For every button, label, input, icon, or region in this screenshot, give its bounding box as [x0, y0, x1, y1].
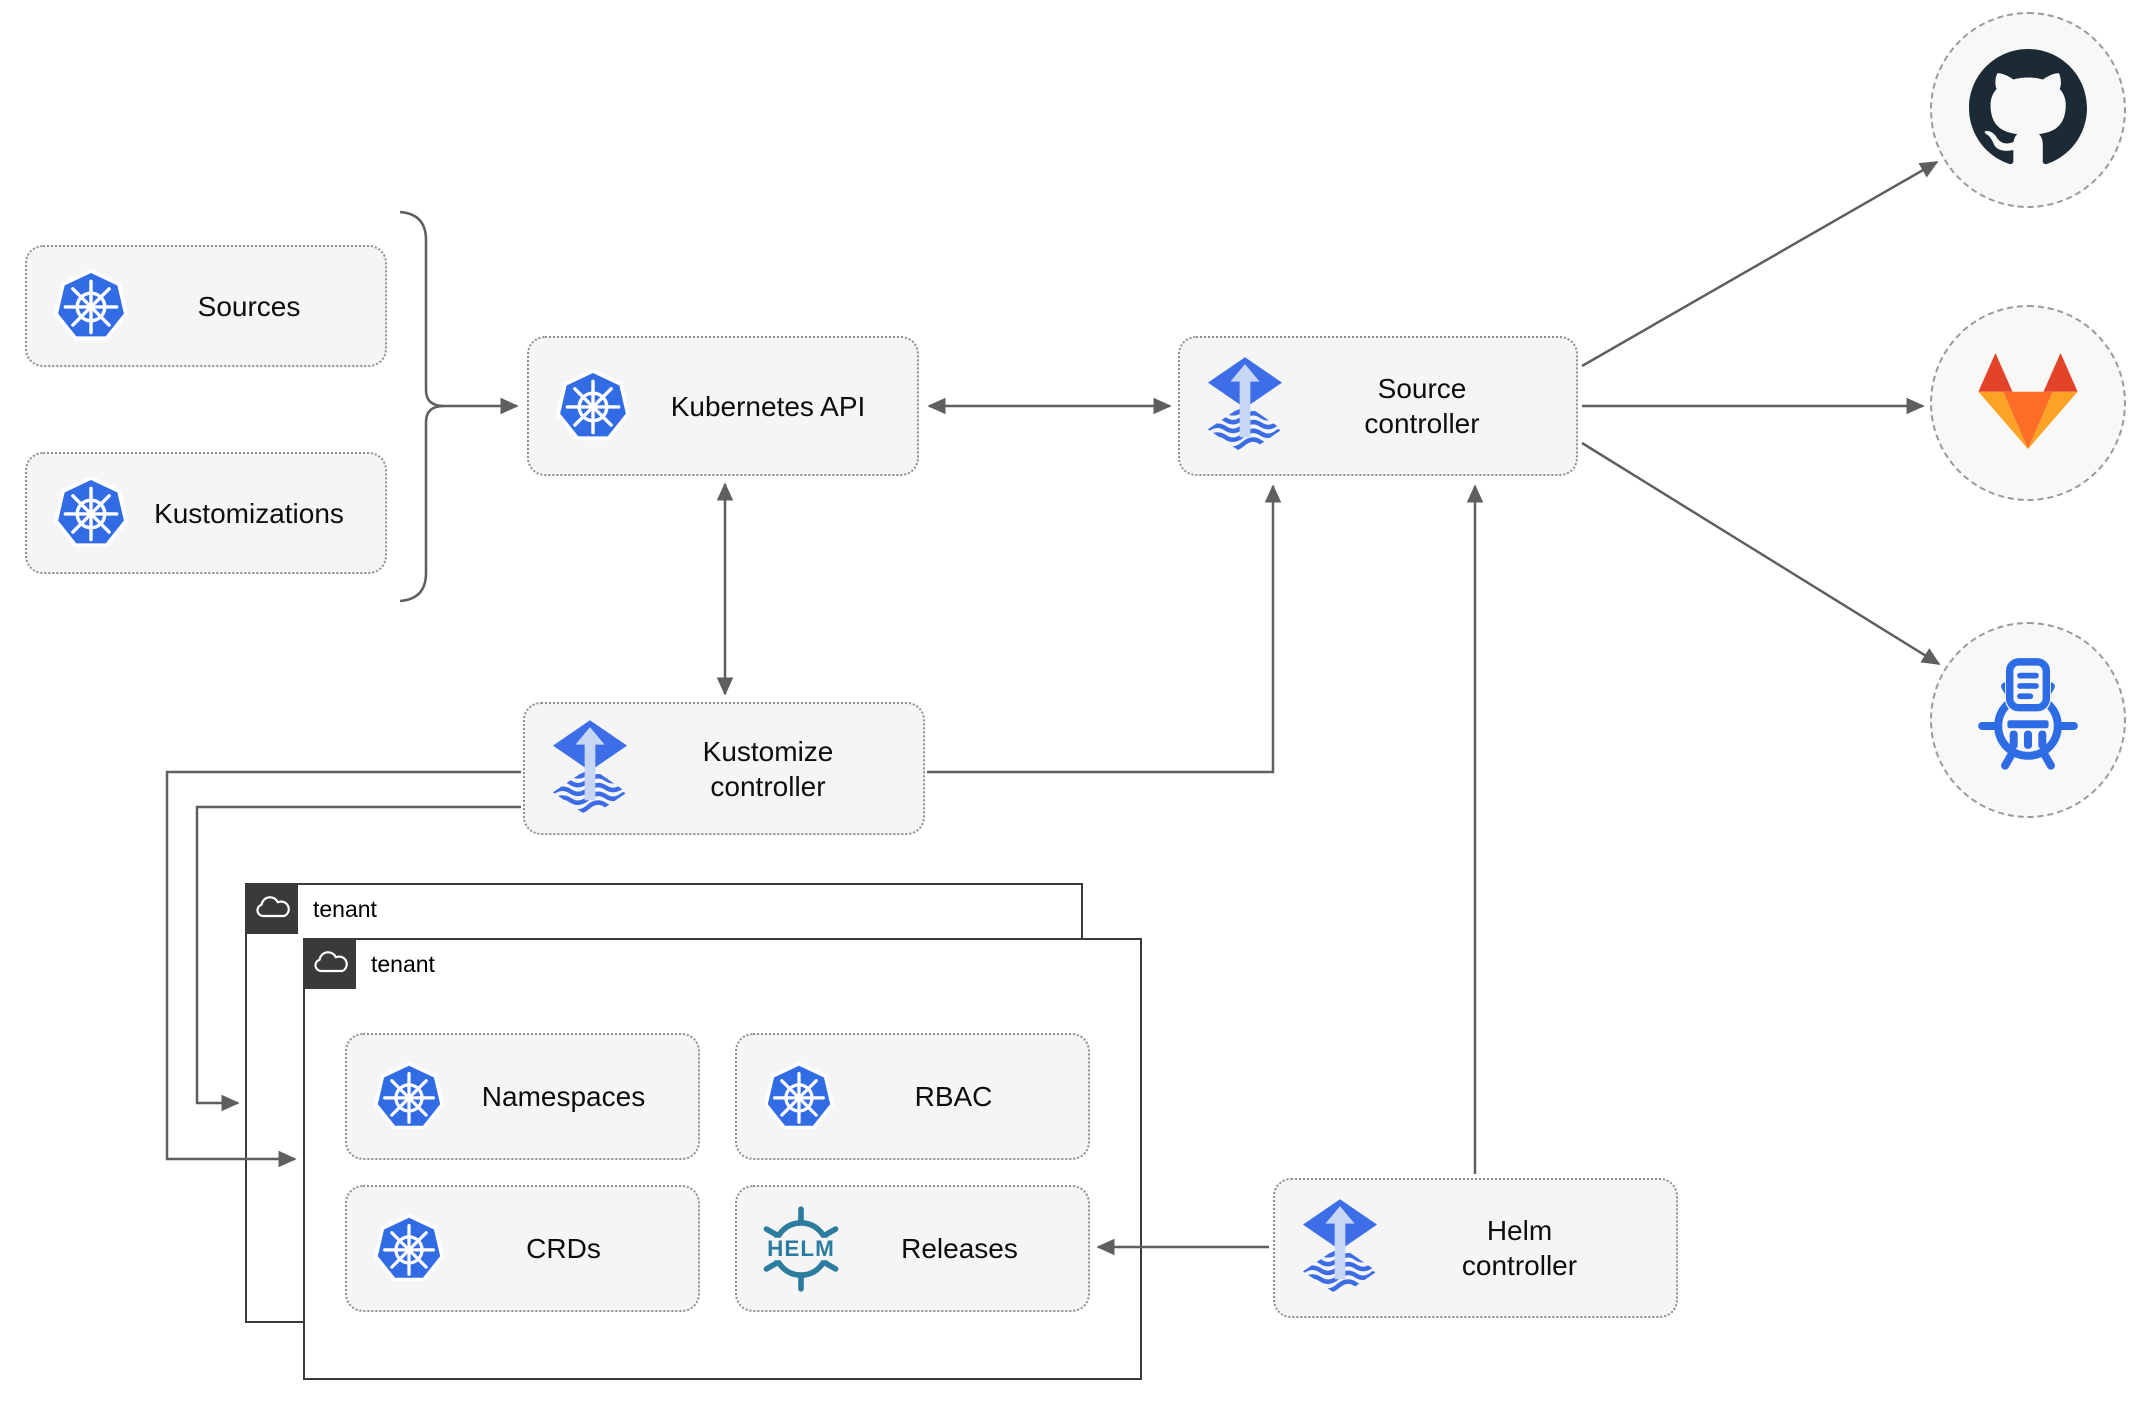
node-releases-label: Releases	[901, 1233, 1018, 1264]
kubernetes-icon	[53, 475, 129, 551]
tenant-back-header	[247, 885, 298, 934]
node-rbac-label: RBAC	[914, 1081, 993, 1112]
kubernetes-icon	[373, 1059, 445, 1135]
kubernetes-icon	[53, 268, 129, 344]
tenant-back-label: tenant	[313, 896, 377, 922]
node-source-controller-label: Source controller	[1364, 373, 1480, 439]
node-namespaces-label: Namespaces	[481, 1081, 646, 1112]
remote-container-registry	[1930, 622, 2126, 818]
gitlab-icon	[1966, 345, 2090, 462]
kubernetes-icon	[763, 1059, 835, 1135]
node-sources-label: Sources	[197, 290, 301, 322]
node-sources: Sources	[25, 245, 387, 367]
edge-bracket-top	[399, 210, 445, 408]
node-kubernetes-api-label: Kubernetes API	[670, 390, 866, 422]
cloud-icon	[255, 893, 291, 926]
node-releases: HELM Releases	[735, 1185, 1090, 1312]
node-crds-label: CRDs	[526, 1233, 601, 1264]
node-helm-controller-label: Helm controller	[1461, 1215, 1578, 1281]
node-kustomize-controller: Kustomize controller	[523, 702, 925, 835]
edge-kustomize-to-source-controller	[927, 484, 1282, 774]
node-rbac: RBAC	[735, 1033, 1090, 1160]
helm-icon: HELM	[755, 1203, 847, 1295]
node-kustomizations: Kustomizations	[25, 452, 387, 574]
remote-gitlab	[1930, 305, 2126, 501]
node-helm-controller: Helm controller	[1273, 1178, 1678, 1318]
svg-text:HELM: HELM	[767, 1236, 835, 1261]
kubernetes-icon	[373, 1211, 445, 1287]
node-namespaces: Namespaces	[345, 1033, 700, 1160]
flux-icon	[1301, 1197, 1379, 1299]
node-kubernetes-api: Kubernetes API	[527, 336, 919, 476]
tenant-front-label: tenant	[371, 951, 435, 977]
tenant-front-header	[305, 940, 356, 989]
node-crds: CRDs	[345, 1185, 700, 1312]
node-kustomizations-label: Kustomizations	[154, 497, 344, 529]
github-icon	[1969, 48, 2087, 172]
flux-icon	[1206, 355, 1284, 457]
edge-source-to-registry	[1581, 441, 1941, 666]
harbor-registry-icon	[1965, 655, 2091, 786]
node-source-controller: Source controller	[1178, 336, 1578, 476]
remote-github	[1930, 12, 2126, 208]
node-kustomize-controller-label: Kustomize controller	[702, 735, 834, 802]
edge-bracket-bottom	[399, 404, 445, 603]
edge-source-to-github	[1581, 160, 1939, 368]
kubernetes-icon	[555, 368, 635, 444]
flux-icon	[551, 718, 629, 820]
cloud-icon	[313, 948, 349, 981]
